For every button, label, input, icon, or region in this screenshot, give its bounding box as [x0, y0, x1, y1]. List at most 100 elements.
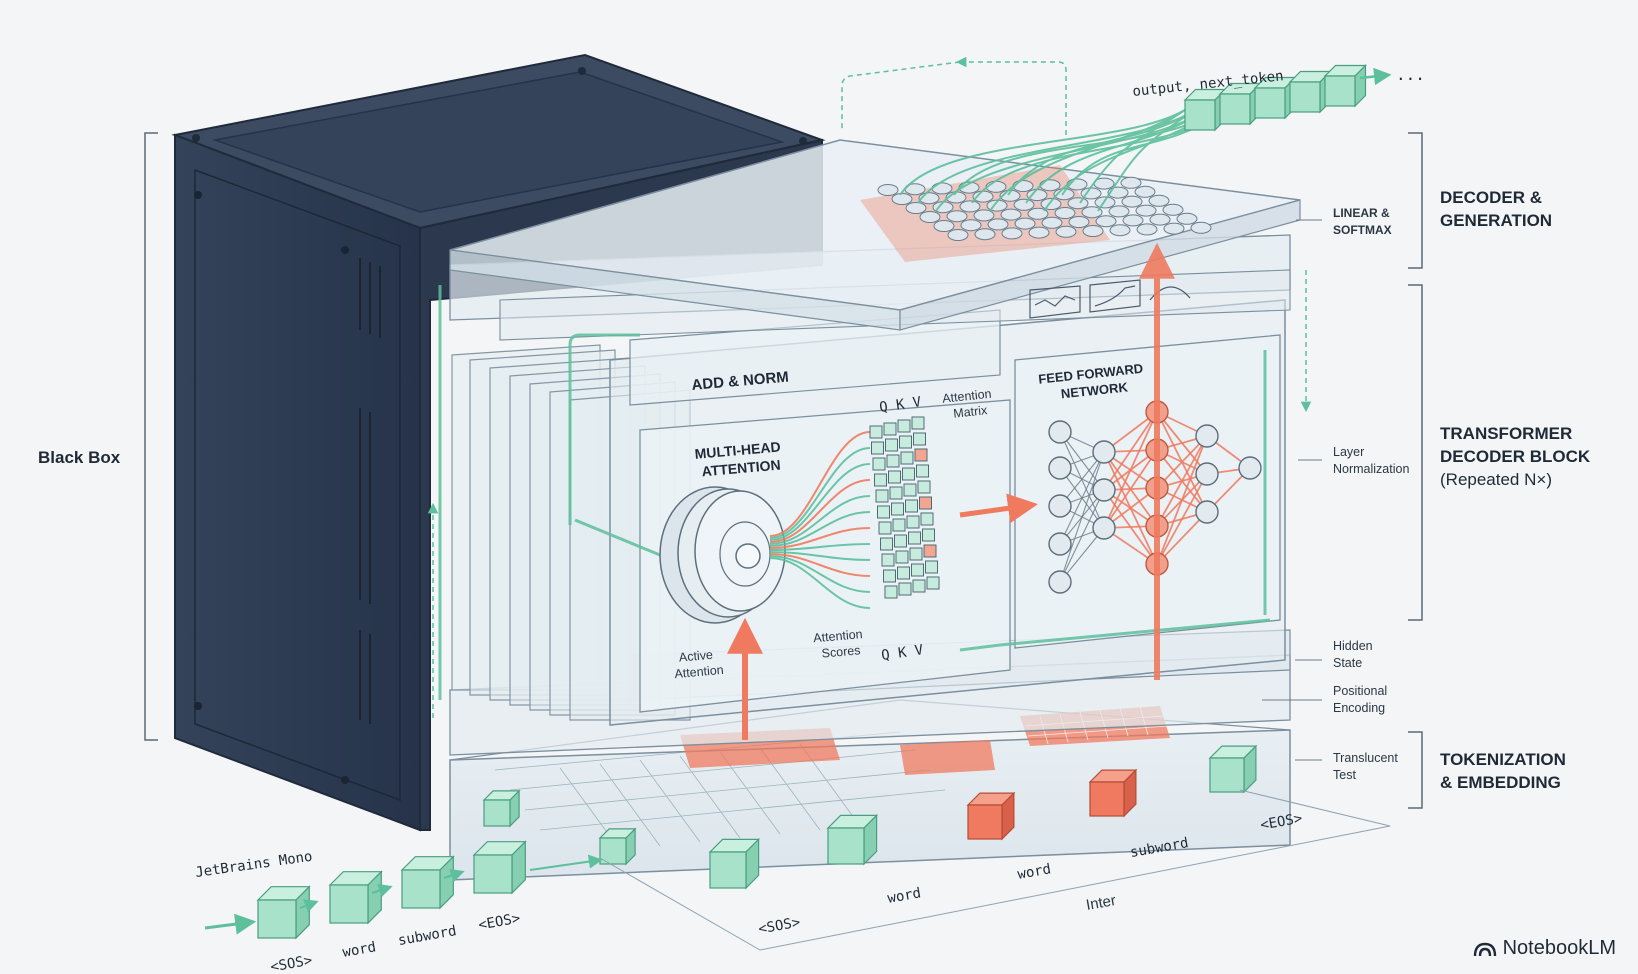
black-box-label: Black Box — [38, 448, 121, 467]
qkv-block — [880, 537, 893, 551]
qkv-bottom-label: Q K V — [880, 642, 925, 664]
qkv-block — [888, 470, 901, 484]
ffn-neuron — [1092, 440, 1116, 464]
input-token-cube — [400, 855, 455, 910]
softmax-node — [1176, 212, 1198, 225]
hidden-state-text: Hidden State — [1333, 639, 1373, 670]
qkv-block — [894, 534, 907, 548]
brackets — [144, 132, 1423, 809]
softmax-node — [1068, 216, 1090, 228]
input-token-label: word — [341, 939, 377, 961]
softmax-node — [1081, 206, 1103, 219]
ffn-neuron — [1048, 494, 1072, 518]
softmax-node — [1162, 203, 1184, 216]
qkv-block — [900, 451, 914, 465]
floor-token-label: <SOS> — [757, 915, 801, 938]
norm-chart-glyphs — [1029, 279, 1191, 319]
qkv-block — [926, 576, 940, 590]
qkv-block — [898, 582, 912, 596]
softmax-node — [1041, 216, 1063, 229]
qkv-block — [911, 416, 925, 430]
qkv-block — [897, 419, 911, 433]
input-token-cube — [256, 885, 311, 940]
softmax-node — [1067, 197, 1089, 210]
qkv-block — [897, 566, 910, 580]
ffn-neuron — [1195, 500, 1219, 524]
softmax-node — [959, 200, 981, 213]
autoregressive-loop — [955, 56, 1067, 135]
softmax-node — [1120, 176, 1142, 189]
qkv-block — [872, 457, 886, 471]
softmax-node — [1121, 195, 1143, 208]
transformer-block-label: TRANSFORMER DECODER BLOCK (Repeated N×) — [1440, 422, 1590, 491]
translucent-test-text: Translucent Test — [1333, 751, 1398, 782]
layer-normalization-text: Layer Normalization — [1333, 445, 1410, 476]
tokenization-text: TOKENIZATION & EMBEDDING — [1440, 750, 1566, 792]
softmax-node — [960, 219, 982, 232]
softmax-node — [1082, 225, 1104, 237]
softmax-node — [1134, 185, 1156, 198]
qkv-block — [922, 528, 935, 542]
decoder-generation-label: DECODER & GENERATION — [1440, 186, 1552, 232]
softmax-node — [1054, 207, 1076, 219]
input-token-label: subword — [397, 923, 458, 949]
softmax-node — [987, 218, 1009, 231]
qkv-block — [884, 585, 898, 599]
softmax-node — [1109, 224, 1131, 237]
softmax-node — [1148, 194, 1170, 207]
ffn-neuron — [1048, 456, 1072, 480]
qkv-block — [892, 518, 906, 532]
qkv-block — [895, 550, 909, 564]
embedding-cubes — [482, 744, 1258, 890]
softmax-node — [1000, 208, 1022, 221]
floor-token-label: <EOS> — [1259, 811, 1303, 834]
qkv-block — [905, 499, 918, 513]
softmax-node — [1163, 222, 1185, 235]
qkv-block — [877, 505, 890, 519]
floor-token-label: word — [1016, 861, 1052, 883]
output-ellipsis: ... — [1396, 65, 1425, 84]
input-token-cube — [328, 870, 383, 925]
transformer-block-line2: DECODER BLOCK — [1440, 447, 1591, 466]
qkv-block — [883, 569, 896, 583]
qkv-block — [874, 473, 887, 487]
ffn-neuron — [1195, 424, 1219, 448]
qkv-block — [913, 432, 926, 446]
linear-softmax-callout: LINEAR & SOFTMAX — [1333, 205, 1392, 239]
brand-name: NotebookLM — [1502, 937, 1616, 959]
jetbrains-mono-label: JetBrains Mono — [194, 849, 313, 881]
input-token-cube — [472, 840, 527, 895]
attention-scores-label: Attention Scores — [813, 627, 868, 661]
qkv-block — [919, 496, 932, 510]
positional-encoding-callout: Positional Encoding — [1333, 683, 1387, 717]
qkv-block — [871, 441, 884, 455]
embedding-cube — [708, 837, 761, 890]
qkv-block — [889, 486, 903, 500]
qkv-block — [925, 560, 938, 574]
qkv-block — [916, 464, 929, 478]
qkv-block — [891, 502, 904, 516]
qkv-block — [869, 425, 883, 439]
softmax-node — [905, 202, 927, 214]
output-token-cube — [1323, 64, 1367, 108]
qkv-block — [881, 553, 895, 567]
softmax-node — [1135, 204, 1157, 217]
positional-encoding-text: Positional Encoding — [1333, 684, 1388, 715]
softmax-node — [1095, 215, 1117, 228]
softmax-node — [947, 229, 969, 241]
attention-fan-curves — [769, 431, 871, 609]
softmax-node — [1149, 213, 1171, 226]
floor-token-label: word — [886, 885, 922, 907]
ffn-neuron — [1092, 478, 1116, 502]
output-token-chain — [1183, 64, 1392, 132]
callout-leaders — [1262, 219, 1322, 761]
softmax-node — [1122, 214, 1144, 227]
multi-head-attention-label: MULTI-HEAD ATTENTION — [694, 438, 787, 480]
input-token-label: <SOS> — [269, 953, 313, 974]
ffn-neuron — [1238, 456, 1262, 480]
qkv-matrix-blocks — [869, 416, 940, 599]
softmax-node — [1094, 196, 1116, 209]
softmax-node — [877, 184, 899, 196]
